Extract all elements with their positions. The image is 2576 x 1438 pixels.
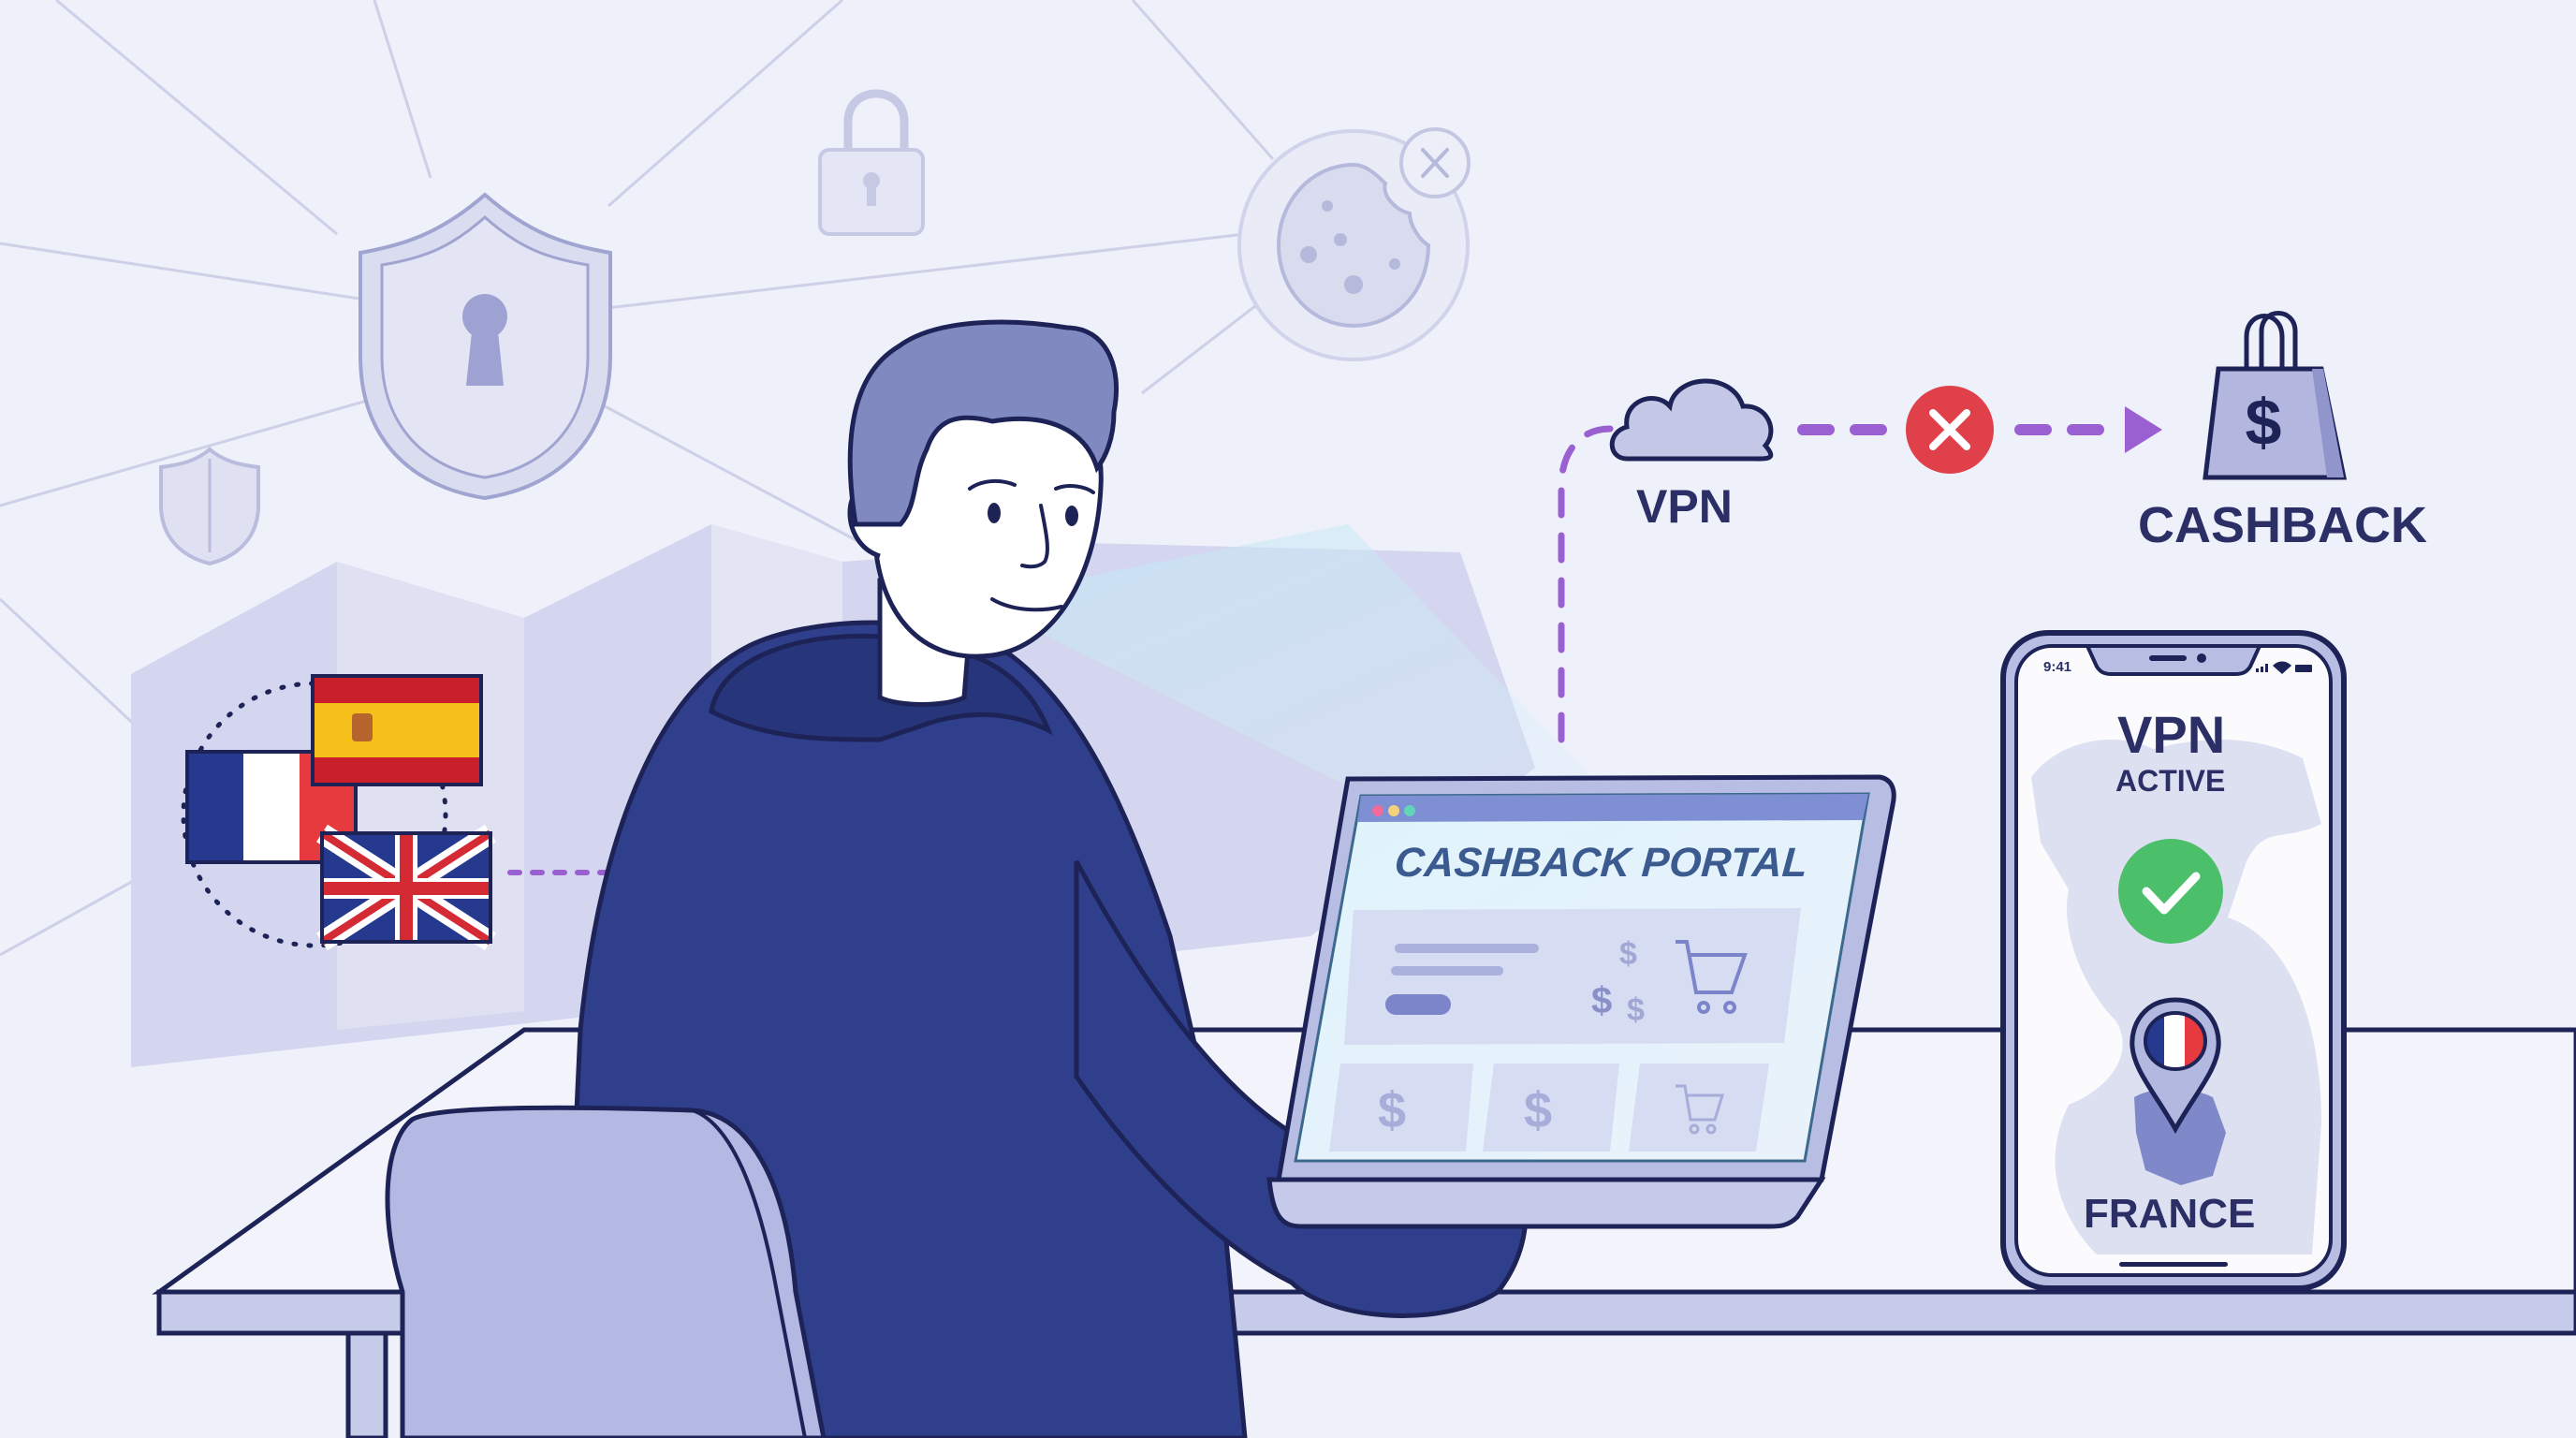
svg-text:$: $ [1591, 980, 1612, 1021]
padlock-icon [818, 89, 925, 236]
cashback-portal-title: CASHBACK PORTAL [1393, 840, 1809, 886]
x-circle-icon [1906, 386, 1994, 474]
vpn-route-line [1558, 425, 1614, 743]
battery-icon [2295, 665, 2312, 672]
phone-location-label: FRANCE [2084, 1191, 2256, 1237]
network-lines [0, 0, 1275, 957]
chair [385, 1105, 827, 1438]
france-shape [2134, 1089, 2226, 1185]
world-map [2031, 740, 2321, 1255]
window-dot-red [1372, 805, 1383, 816]
laptop: $ $ $ $ $ [1266, 774, 1896, 1229]
uk-flag [316, 824, 496, 951]
check-circle-icon [2118, 839, 2223, 944]
spain-flag [311, 674, 483, 786]
left-eye [988, 503, 1001, 523]
tile-dollar-1: $ [1378, 1082, 1406, 1138]
location-pin-icon [2130, 997, 2221, 1135]
signal-icon [2256, 664, 2268, 672]
screen-glow-beam [973, 524, 1591, 786]
cloud-icon [1609, 378, 1774, 462]
svg-text:$: $ [2246, 386, 2282, 459]
phone-vpn-status: ACTIVE [2115, 764, 2226, 798]
small-shield-icon [159, 447, 260, 566]
shopping-bag-dollar-icon: $ [2203, 311, 2348, 480]
right-eye [1065, 506, 1078, 526]
cart-icon [1676, 940, 1748, 1014]
window-dot-green [1404, 805, 1415, 816]
vpn-label: VPN [1636, 480, 1733, 533]
cashback-label: CASHBACK [2138, 497, 2427, 553]
wifi-icon [2273, 661, 2291, 674]
shield-keyhole-icon [359, 192, 612, 501]
phone-vpn-title: VPN [2117, 705, 2226, 764]
tile-cart-icon [1676, 1084, 1725, 1135]
blocked-flow-arrow [1797, 406, 2162, 453]
window-dot-yellow [1388, 805, 1399, 816]
france-flag [185, 750, 358, 864]
svg-text:$: $ [1619, 936, 1637, 972]
tile-dollar-2: $ [1524, 1082, 1552, 1138]
cookie-blocked-icon [1237, 127, 1471, 361]
svg-text:$: $ [1627, 992, 1645, 1028]
phone-status-time: 9:41 [2043, 659, 2072, 675]
phone [2000, 630, 2347, 1291]
